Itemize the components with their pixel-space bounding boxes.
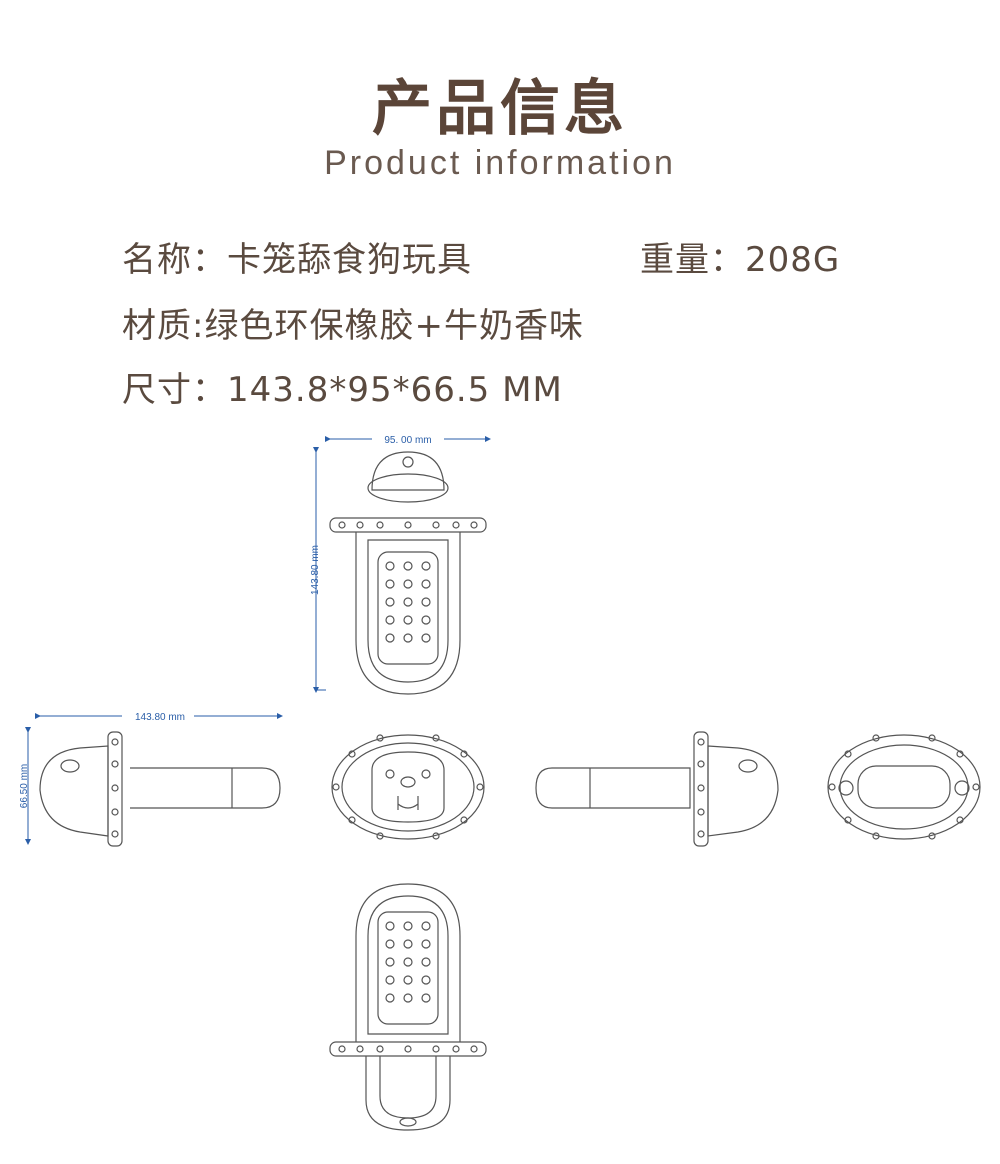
spec-weight: 重量：208G: [640, 240, 841, 280]
back-view-drawing: [827, 734, 981, 840]
left-side-view-drawing: [39, 731, 281, 847]
dimension-length-horizontal-label: 143.80 mm: [135, 712, 185, 723]
dimension-length-vertical-label: 143.80 mm: [310, 545, 321, 595]
dimension-width-label: 95. 00 mm: [384, 435, 431, 446]
right-side-view-drawing: [535, 731, 779, 847]
dimension-height-label: 66.50 mm: [19, 764, 30, 808]
dimension-width: 95. 00 mm: [325, 432, 491, 446]
dimension-length-vertical: 143.80 mm: [310, 447, 326, 693]
page-subtitle: Product information: [324, 144, 676, 182]
top-view-drawing: [329, 451, 487, 695]
bottom-view-drawing: [329, 883, 487, 1131]
page-title: 产品信息: [372, 74, 628, 144]
spec-material: 材质:绿色环保橡胶+牛奶香味: [122, 306, 584, 346]
spec-name: 名称：卡笼舔食狗玩具: [122, 240, 472, 280]
spec-size: 尺寸：143.8*95*66.5 MM: [122, 370, 563, 410]
dimension-length-horizontal: 143.80 mm: [35, 709, 283, 723]
front-view-drawing: [331, 734, 485, 840]
dimension-height: 66.50 mm: [19, 727, 31, 845]
technical-drawing: 95. 00 mm 143.80 mm 143.80 mm 66.50 mm: [19, 432, 981, 1131]
